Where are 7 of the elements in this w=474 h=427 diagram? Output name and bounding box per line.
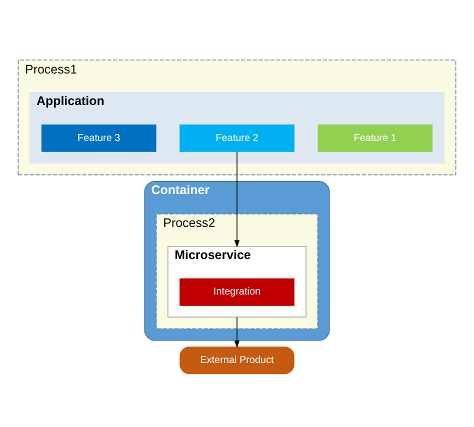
node-box: External Product (180, 346, 294, 374)
node-box: Feature 3 (41, 124, 156, 152)
arrow (234, 151, 240, 248)
node-box: Feature 1 (318, 124, 433, 152)
node-box: Feature 2 (180, 124, 294, 152)
node-box: Integration (180, 278, 294, 306)
arrow (234, 316, 240, 348)
